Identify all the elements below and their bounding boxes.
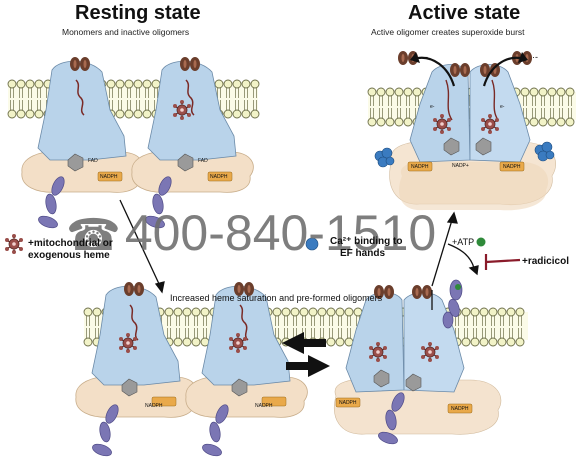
nadph-label-1: NADPH (100, 174, 118, 180)
nadph-label-transition-4: NADPH (451, 406, 469, 412)
calcium-cluster-left-icon (374, 147, 395, 168)
resting-monomer-1 (22, 57, 144, 192)
calcium-label-line1: Ca²⁺ binding to (330, 236, 403, 247)
watermark: ☎400-840-1510 (66, 204, 436, 262)
active-oligomer (374, 51, 556, 211)
transition-caption: Increased heme saturation and pre-formed… (170, 293, 383, 303)
fad-label-1: FAD (88, 158, 98, 164)
electron-label-active-2: e- (500, 104, 505, 110)
nadph-label-transition-2: NADPH (255, 403, 273, 409)
hsp-atp-bound-icon (442, 279, 463, 329)
transition-oligomer (334, 285, 502, 447)
flow-arrows (119, 199, 521, 310)
nadp-label-active: NADP+ (452, 163, 469, 169)
superoxide-dot-left: ·- (422, 52, 428, 62)
resting-monomer-2 (132, 57, 254, 192)
watermark-number: 400-840-1510 (124, 205, 437, 261)
calcium-label-line2: EF hands (340, 248, 386, 259)
active-state-subtitle: Active oligomer creates superoxide burst (371, 27, 525, 37)
resting-state-title: Resting state (75, 2, 201, 24)
heme-label-line1: +mitochondrial or (28, 238, 113, 249)
nadph-label-transition-1: NADPH (145, 403, 163, 409)
equilibrium-arrows (282, 332, 330, 377)
atp-label: +ATP (452, 237, 475, 247)
free-heme-icon (4, 233, 24, 255)
fad-label-2: FAD (198, 158, 208, 164)
calcium-ion-icon (305, 237, 319, 251)
active-state-title: Active state (408, 2, 521, 24)
atp-icon (476, 237, 486, 247)
phone-icon: ☎ (66, 211, 121, 260)
superoxide-dot-right: ·- (532, 52, 538, 62)
electron-label-active: e- (430, 104, 435, 110)
nadph-label-2: NADPH (210, 174, 228, 180)
radicicol-label: +radicicol (522, 256, 569, 267)
heme-label-line2: exogenous heme (28, 250, 110, 261)
nadph-label-active-right: NADPH (503, 164, 521, 170)
nadph-label-active-left: NADPH (411, 164, 429, 170)
nadph-label-transition-3: NADPH (339, 400, 357, 406)
resting-state-subtitle: Monomers and inactive oligomers (62, 27, 190, 37)
